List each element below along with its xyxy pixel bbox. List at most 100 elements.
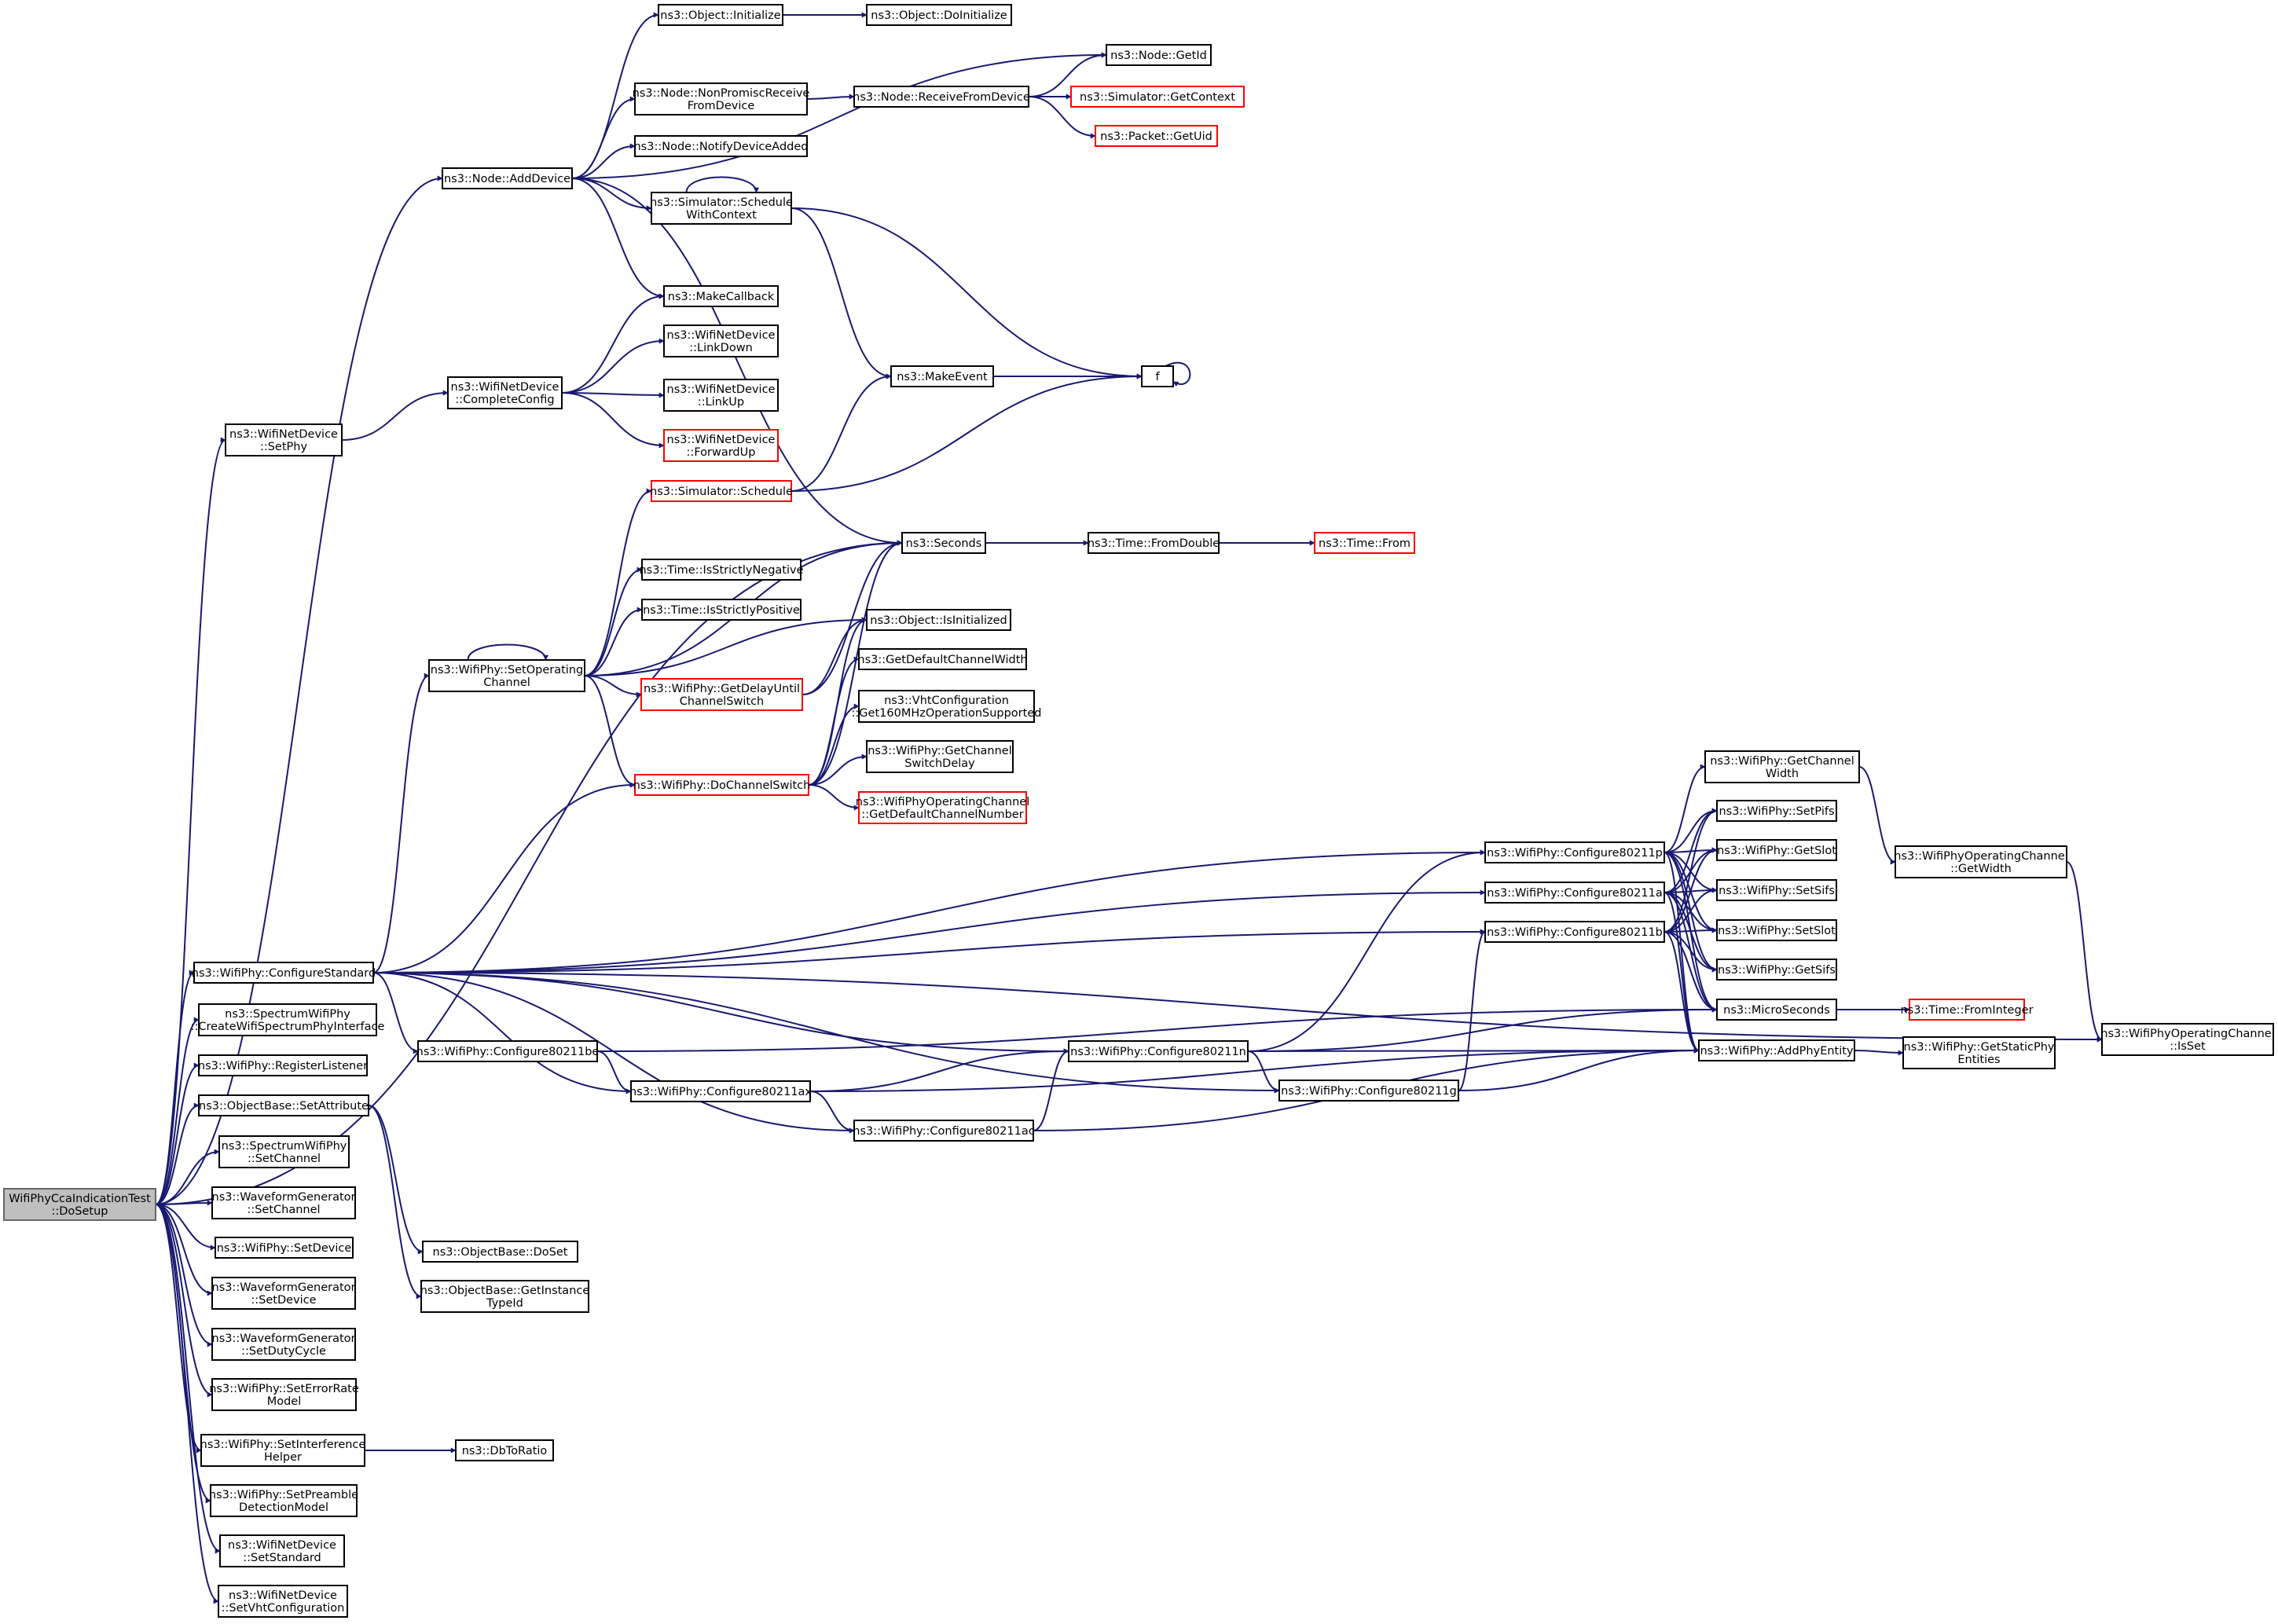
node-regListener[interactable]: ns3::WifiPhy::RegisterListener: [198, 1054, 368, 1076]
node-cfg11ac[interactable]: ns3::WifiPhy::Configure80211ac: [853, 1120, 1035, 1142]
node-cfgStd[interactable]: ns3::WifiPhy::ConfigureStandard: [192, 962, 376, 984]
node-dbToRatio[interactable]: ns3::DbToRatio: [455, 1439, 554, 1461]
edge-cfg11p-to-setPifs: [1664, 808, 1718, 853]
node-strictNeg[interactable]: ns3::Time::IsStrictlyNegative: [639, 559, 804, 581]
node-seconds[interactable]: ns3::Seconds: [901, 532, 986, 554]
node-f[interactable]: f: [1141, 365, 1174, 387]
node-fromDbl[interactable]: ns3::Time::FromDouble: [1088, 532, 1220, 554]
node-setSifs[interactable]: ns3::WifiPhy::SetSifs: [1716, 879, 1837, 901]
node-box: [641, 559, 802, 581]
node-timeFrom[interactable]: ns3::Time::From: [1314, 532, 1415, 554]
node-complCfg[interactable]: ns3::WifiNetDevice::CompleteConfig: [447, 376, 563, 409]
node-box: [658, 4, 783, 26]
node-getId[interactable]: ns3::Node::GetId: [1106, 44, 1212, 66]
node-doChSw[interactable]: ns3::WifiPhy::DoChannelSwitch: [633, 774, 811, 796]
node-label: TypeId: [486, 1297, 523, 1310]
node-strictPos[interactable]: ns3::Time::IsStrictlyPositive: [641, 599, 802, 621]
node-micro[interactable]: ns3::MicroSeconds: [1716, 999, 1837, 1021]
node-getUid[interactable]: ns3::Packet::GetUid: [1095, 125, 1218, 147]
node-setPifs[interactable]: ns3::WifiPhy::SetPifs: [1716, 800, 1837, 822]
node-box: [630, 1080, 811, 1102]
node-label: ns3::Simulator::Schedule: [650, 486, 793, 498]
node-isInit[interactable]: ns3::Object::IsInitialized: [866, 609, 1011, 631]
node-fromInt[interactable]: ns3::Time::FromInteger: [1900, 999, 2034, 1021]
node-setAttr[interactable]: ns3::ObjectBase::SetAttribute: [198, 1094, 369, 1116]
node-linkUp[interactable]: ns3::WifiNetDevice::LinkUp: [663, 379, 779, 412]
edge-setOpCh-to-isInit: [584, 617, 868, 676]
node-label: ns3::Node::NonPromiscReceive: [633, 87, 810, 100]
node-fwdUp[interactable]: ns3::WifiNetDevice::ForwardUp: [663, 429, 779, 462]
node-box: [641, 599, 802, 621]
node-sched[interactable]: ns3::Simulator::Schedule: [650, 480, 793, 502]
node-setSlot[interactable]: ns3::WifiPhy::SetSlot: [1716, 919, 1837, 941]
edge-root-to-wgSetDev: [155, 1204, 213, 1296]
node-cfg11n[interactable]: ns3::WifiPhy::Configure80211n: [1068, 1040, 1249, 1062]
node-getSifs[interactable]: ns3::WifiPhy::GetSifs: [1716, 959, 1837, 981]
node-objInit[interactable]: ns3::Object::Initialize: [658, 4, 783, 26]
node-addDevice[interactable]: ns3::Node::AddDevice: [442, 167, 573, 189]
node-isSet[interactable]: ns3::WifiPhyOperatingChannel::IsSet: [2100, 1023, 2275, 1056]
node-cfg11b[interactable]: ns3::WifiPhy::Configure80211b: [1484, 921, 1665, 943]
node-cfg11p[interactable]: ns3::WifiPhy::Configure80211p: [1484, 841, 1665, 863]
edge-root-to-wgSetCh: [155, 1200, 213, 1206]
node-box: [1070, 86, 1245, 108]
node-wgDuty[interactable]: ns3::WaveformGenerator::SetDutyCycle: [211, 1328, 356, 1361]
node-addEnt[interactable]: ns3::WifiPhy::AddPhyEntity: [1698, 1039, 1855, 1061]
node-getSlot[interactable]: ns3::WifiPhy::GetSlot: [1716, 839, 1837, 861]
node-setVht[interactable]: ns3::WifiNetDevice::SetVhtConfiguration: [218, 1585, 348, 1618]
node-getCtx[interactable]: ns3::Simulator::GetContext: [1070, 86, 1245, 108]
node-setPhy[interactable]: ns3::WifiNetDevice::SetPhy: [225, 423, 343, 456]
node-setDevice[interactable]: ns3::WifiPhy::SetDevice: [215, 1237, 354, 1259]
node-doSet[interactable]: ns3::ObjectBase::DoSet: [422, 1241, 578, 1263]
edge-sched-to-f: [791, 373, 1143, 492]
node-notifyAdd[interactable]: ns3::Node::NotifyDeviceAdded: [633, 135, 809, 157]
node-label: ns3::WifiPhy::Configure80211p: [1487, 847, 1663, 860]
edge-f-to-f: [1165, 361, 1191, 387]
node-defChW[interactable]: ns3::GetDefaultChannelWidth: [857, 648, 1028, 670]
node-createIf[interactable]: ns3::SpectrumWifiPhy::CreateWifiSpectrum…: [191, 1003, 385, 1036]
node-wgSetDev[interactable]: ns3::WaveformGenerator::SetDevice: [211, 1277, 356, 1310]
node-wgSetCh[interactable]: ns3::WaveformGenerator::SetChannel: [211, 1186, 356, 1219]
node-label: ns3::WifiNetDevice: [228, 1539, 336, 1552]
node-box: [663, 285, 779, 307]
node-linkDown[interactable]: ns3::WifiNetDevice::LinkDown: [663, 324, 779, 357]
edge-layer: [155, 12, 2103, 1604]
node-cfg11ax[interactable]: ns3::WifiPhy::Configure80211ax: [629, 1080, 812, 1102]
node-defChNum[interactable]: ns3::WifiPhyOperatingChannel::GetDefault…: [856, 791, 1029, 824]
node-swpSetCh[interactable]: ns3::SpectrumWifiPhy::SetChannel: [218, 1135, 350, 1168]
node-label: ns3::WifiPhy::GetDelayUntil: [644, 683, 800, 695]
node-recvFrom[interactable]: ns3::Node::ReceiveFromDevice: [853, 86, 1030, 108]
node-vht160[interactable]: ns3::VhtConfiguration::Get160MHzOperatio…: [852, 690, 1042, 723]
node-label: ns3::Node::AddDevice: [444, 173, 570, 185]
node-box: [1909, 999, 2025, 1021]
node-label: ns3::ObjectBase::DoSet: [433, 1246, 568, 1259]
node-makeCb[interactable]: ns3::MakeCallback: [663, 285, 779, 307]
node-opGetW[interactable]: ns3::WifiPhyOperatingChannel::GetWidth: [1894, 845, 2068, 878]
node-cfg11g[interactable]: ns3::WifiPhy::Configure80211g: [1278, 1080, 1459, 1102]
node-cfg11be[interactable]: ns3::WifiPhy::Configure80211be: [416, 1040, 600, 1062]
edge-cfgStd-to-cfg11be: [372, 972, 419, 1054]
edge-cfg11ax-to-cfg11ac: [809, 1091, 855, 1134]
edge-cfg11n-to-cfg11p: [1247, 849, 1486, 1052]
node-label: ns3::GetDefaultChannelWidth: [857, 654, 1027, 666]
node-doInit[interactable]: ns3::Object::DoInitialize: [866, 4, 1012, 26]
node-makeEvt[interactable]: ns3::MakeEvent: [890, 365, 994, 387]
edge-doChSw-to-chSwDly: [808, 753, 868, 786]
node-cfg11a[interactable]: ns3::WifiPhy::Configure80211a: [1484, 882, 1665, 904]
node-root[interactable]: WifiPhyCcaIndicationTest::DoSetup: [3, 1188, 156, 1221]
node-box: [866, 740, 1014, 773]
edge-doChSw-to-defChW: [808, 656, 860, 786]
node-box: [1068, 1040, 1249, 1062]
node-setStd[interactable]: ns3::WifiNetDevice::SetStandard: [219, 1534, 345, 1567]
